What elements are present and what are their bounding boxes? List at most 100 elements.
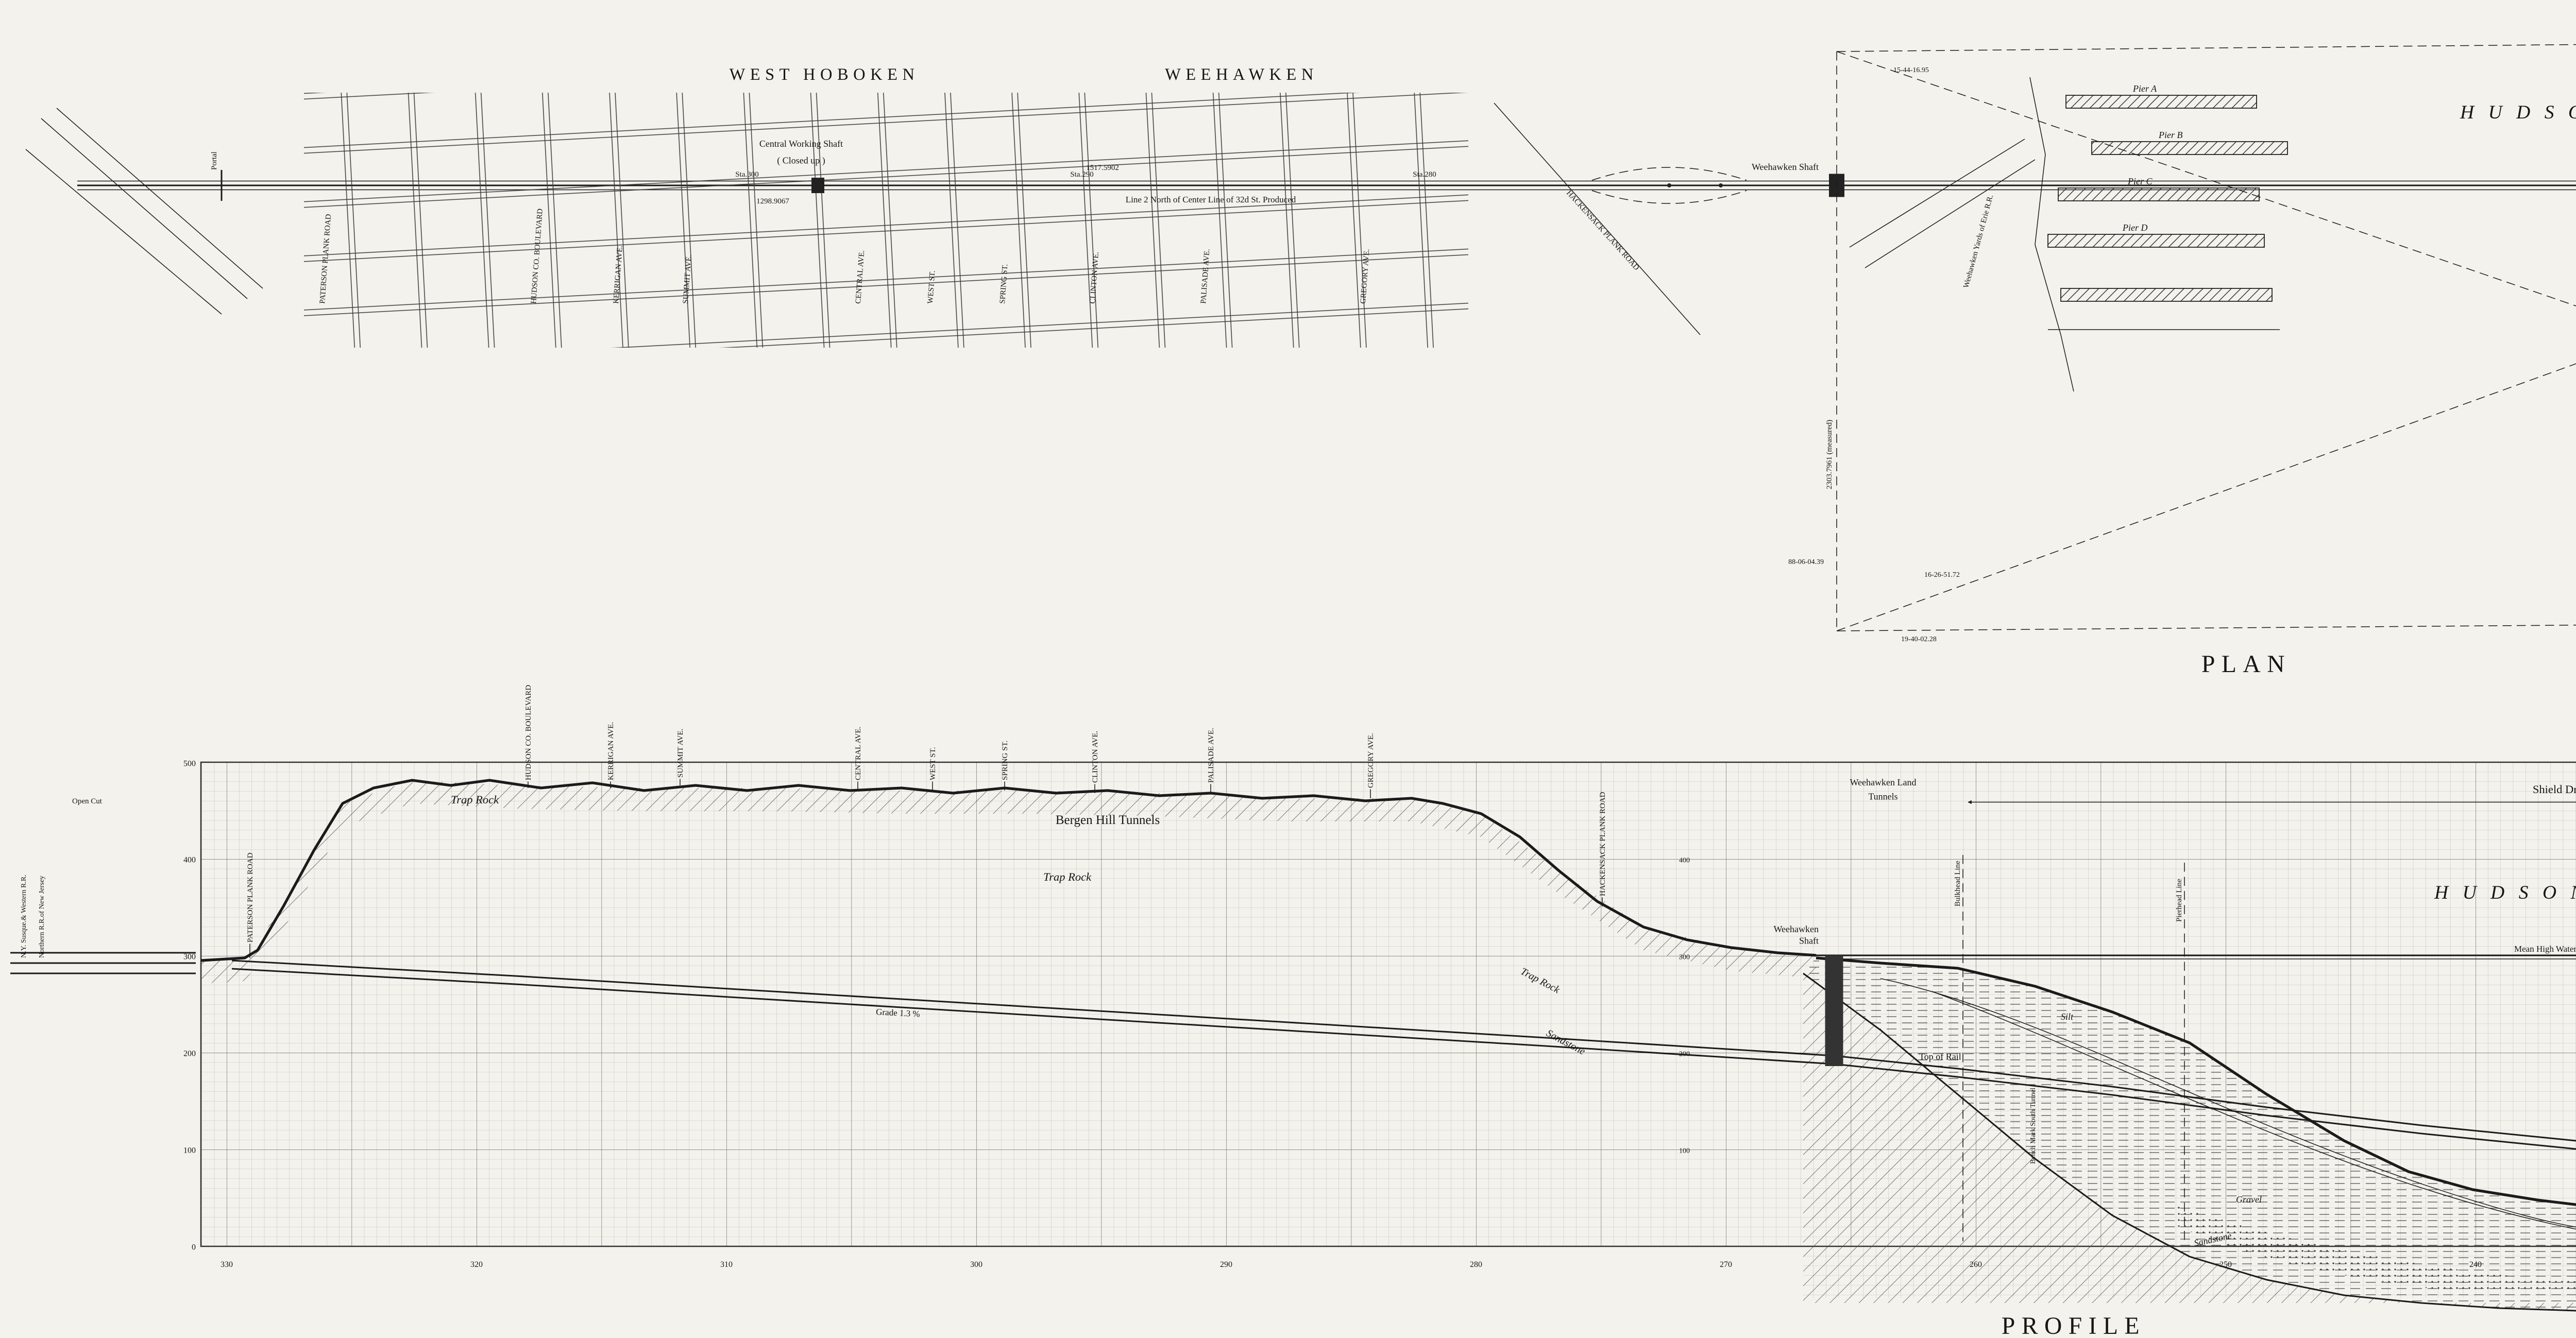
nj-shoreline — [2029, 77, 2074, 392]
station-label: 320 — [470, 1260, 483, 1269]
line-label-west: Line 2 North of Center Line of 32d St. P… — [1126, 195, 1296, 204]
weehawken-shaft-profile-label-1: Weehawken — [1773, 924, 1819, 934]
profile-section: 500 400 300 200 100 0 400 300 200 100 33… — [10, 685, 2576, 1338]
susquehanna-rr-label: N.Y. Susque.& Western R.R. — [20, 874, 28, 958]
angle-a2: 19-40-02.28 — [1901, 636, 1937, 643]
central-shaft-label-1: Central Working Shaft — [759, 139, 843, 149]
district-west-hoboken: WEST HOBOKEN — [730, 65, 920, 84]
road-label: SUMMIT AVE. — [676, 729, 685, 778]
elev-label: 0 — [192, 1243, 196, 1252]
riverbed-line — [1816, 956, 2576, 1206]
triangulation-lines — [1836, 44, 2576, 631]
weehawken-shaft-profile-label-2: Shaft — [1799, 936, 1819, 946]
plan-station: Sta.290 — [1070, 170, 1093, 179]
angle-a4: 16-26-51.72 — [1924, 571, 1960, 579]
plan-left-railroads — [25, 108, 263, 315]
profile-hudson-label: HUDSON — [2434, 882, 2576, 903]
street-label: CENTRAL AVE. — [854, 250, 866, 304]
elev-label: 500 — [183, 760, 196, 768]
road-label: HACKENSACK PLANK ROAD — [1599, 792, 1607, 896]
station-label: 310 — [720, 1260, 733, 1269]
elev-label: 400 — [183, 856, 196, 865]
station-label: 270 — [1720, 1260, 1732, 1269]
road-label: CLINTON AVE. — [1091, 731, 1099, 783]
erie-yard-tracks — [1849, 139, 2036, 268]
pier-b-label: Pier B — [2158, 130, 2183, 140]
profile-road-labels: PATERSON PLANK ROAD HUDSON CO. BOULEVARD… — [246, 685, 1607, 958]
trap-rock-label-2: Trap Rock — [1043, 870, 1092, 883]
gravel-label-1: Gravel — [2236, 1194, 2262, 1205]
central-working-shaft-symbol — [811, 178, 824, 194]
station-label: 300 — [970, 1260, 982, 1269]
road-label: CENTRAL AVE. — [854, 727, 862, 780]
trap-rock-label-1: Trap Rock — [451, 793, 499, 806]
elev-label: 200 — [183, 1050, 196, 1058]
pier-a-label: Pier A — [2132, 83, 2157, 94]
street-label: GREGORY AVE. — [1359, 249, 1371, 304]
pierhead-line-nj-label: Pierhead Line — [2175, 879, 2183, 922]
elev-label: 300 — [183, 953, 196, 962]
plan-title: PLAN — [2201, 651, 2291, 678]
open-cut-left-label: Open Cut — [72, 797, 103, 805]
elev-label: 100 — [183, 1146, 196, 1155]
plan-measurement: 1517.5902 — [1086, 164, 1119, 172]
district-weehawken: WEEHAWKEN — [1165, 65, 1318, 84]
station-label: 290 — [1220, 1260, 1232, 1269]
hudson-label: HUDSON — [2460, 102, 2576, 123]
silt-wave-lines — [1880, 978, 2576, 1230]
ground-surface-west — [200, 779, 1817, 962]
weehawken-land-tunnels-label-2: Tunnels — [1868, 792, 1897, 802]
street-label: KERRIGAN AVE. — [612, 245, 624, 304]
bench-mark-label: Bench Mark South Tunnel — [2029, 1088, 2037, 1164]
street-label: SUMMIT AVE. — [682, 254, 693, 304]
elev-label: 100 — [1679, 1147, 1690, 1155]
pier-c-label: Pier C — [2127, 176, 2153, 186]
grade-west-label: Grade 1.3 % — [876, 1007, 920, 1019]
shield-driven-tunnels-label: Shield Driven River Tunnels — [2533, 783, 2576, 796]
bulkhead-line-nj-label: Bulkhead Line — [1954, 861, 1962, 906]
profile-left-tracks — [10, 952, 196, 974]
silt-label-1: Silt — [2061, 1011, 2074, 1022]
bergen-hill-tunnels-label: Bergen Hill Tunnels — [1056, 813, 1160, 827]
plan-street-grid — [304, 93, 1468, 348]
portal-label: Portal — [210, 151, 218, 170]
top-of-rail-label: Top of Rail — [1919, 1052, 1961, 1062]
elev-label: 400 — [1679, 857, 1690, 865]
measured-left: 2303.7961 (measured) — [1825, 420, 1834, 489]
road-label: PALISADE AVE. — [1207, 728, 1215, 783]
weehawken-shaft-profile — [1825, 955, 1843, 1066]
weehawken-shaft-label: Weehawken Shaft — [1752, 162, 1819, 172]
northern-rr-label: Northern R.R.of New Jersey — [38, 876, 46, 958]
weehawken-land-tunnels-label-1: Weehawken Land — [1850, 777, 1917, 787]
street-label: WEST ST. — [926, 270, 937, 304]
reference-lines — [1962, 855, 2185, 1242]
elevation-scale-left: 500 400 300 200 100 0 — [183, 760, 196, 1252]
road-label: KERRIGAN AVE. — [607, 722, 615, 780]
plan-measurement: 1298.9067 — [756, 197, 789, 205]
plan-station: Sta.280 — [1413, 170, 1436, 179]
road-label: SPRING ST. — [1001, 741, 1009, 780]
bergen-rock-band — [201, 780, 1816, 984]
angle-a1: 15-44-16.95 — [1893, 66, 1929, 74]
road-label: GREGORY AVE. — [1367, 733, 1375, 788]
road-label: PATERSON PLANK ROAD — [246, 852, 255, 942]
river-bedrock — [1803, 973, 2576, 1311]
mean-high-water-label: Mean High Water — [2514, 944, 2576, 954]
nj-piers — [2047, 95, 2288, 330]
angle-a3: 88-06-04.39 — [1788, 558, 1824, 566]
profile-title: PROFILE — [2002, 1313, 2146, 1338]
station-label: 280 — [1470, 1260, 1482, 1269]
central-shaft-label-2: ( Closed up ) — [777, 156, 825, 166]
road-label: HUDSON CO. BOULEVARD — [524, 685, 533, 780]
rock-surface-line — [1803, 972, 2576, 1312]
silt-strata — [1803, 958, 2576, 1311]
gravel-lens-west — [2177, 1205, 2576, 1294]
pier-d-label: Pier D — [2122, 222, 2148, 233]
tunnel-profile-lines — [231, 959, 2576, 1150]
hackensack-plank-road-line — [1494, 102, 1701, 335]
plan-curve-zone — [1591, 167, 1747, 204]
plan-section: Portal WEST HOBOKEN WEEHAWKEN Central Wo… — [25, 44, 2576, 678]
street-label: PALISADE AVE. — [1199, 249, 1211, 304]
